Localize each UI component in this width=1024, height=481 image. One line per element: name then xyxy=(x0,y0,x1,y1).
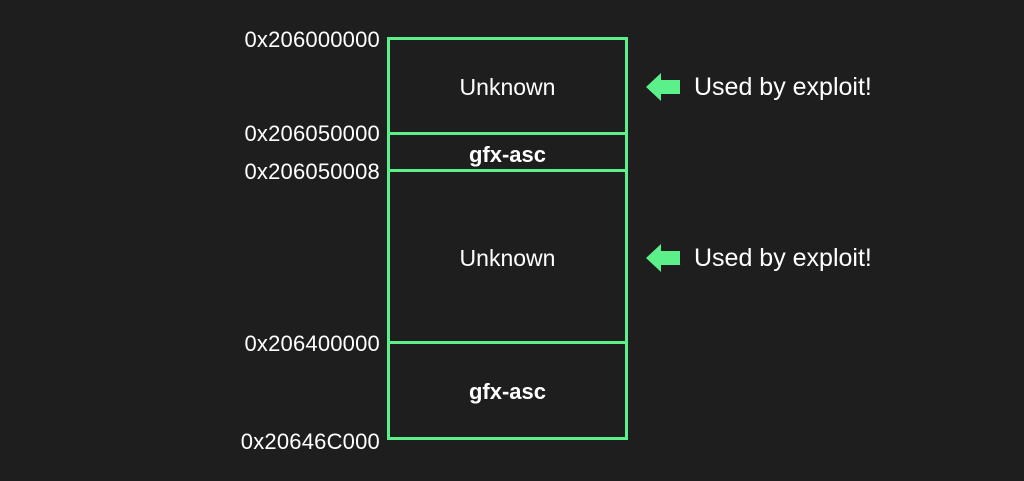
region-label-unknown-1: Unknown xyxy=(459,74,556,100)
exploit-note-text-1: Used by exploit! xyxy=(694,72,872,101)
exploit-note-1: Used by exploit! xyxy=(646,70,872,104)
arrow-left-icon xyxy=(646,73,680,101)
address-label-2: 0x206050008 xyxy=(244,159,380,184)
region-label-gfx-asc-1: gfx-asc xyxy=(468,142,547,167)
region-divider-3 xyxy=(387,341,628,344)
memory-map-box xyxy=(387,37,628,440)
address-label-3: 0x206400000 xyxy=(244,331,380,356)
region-label-gfx-asc-2: gfx-asc xyxy=(468,379,547,404)
address-label-end: 0x20646C000 xyxy=(240,429,380,454)
exploit-note-text-2: Used by exploit! xyxy=(694,243,872,272)
region-label-unknown-2: Unknown xyxy=(459,245,556,271)
region-divider-2 xyxy=(387,169,628,172)
address-label-start: 0x206000000 xyxy=(244,27,380,52)
arrow-left-icon xyxy=(646,244,680,272)
region-divider-1 xyxy=(387,132,628,135)
address-label-1: 0x206050000 xyxy=(244,121,380,146)
exploit-note-2: Used by exploit! xyxy=(646,241,872,275)
